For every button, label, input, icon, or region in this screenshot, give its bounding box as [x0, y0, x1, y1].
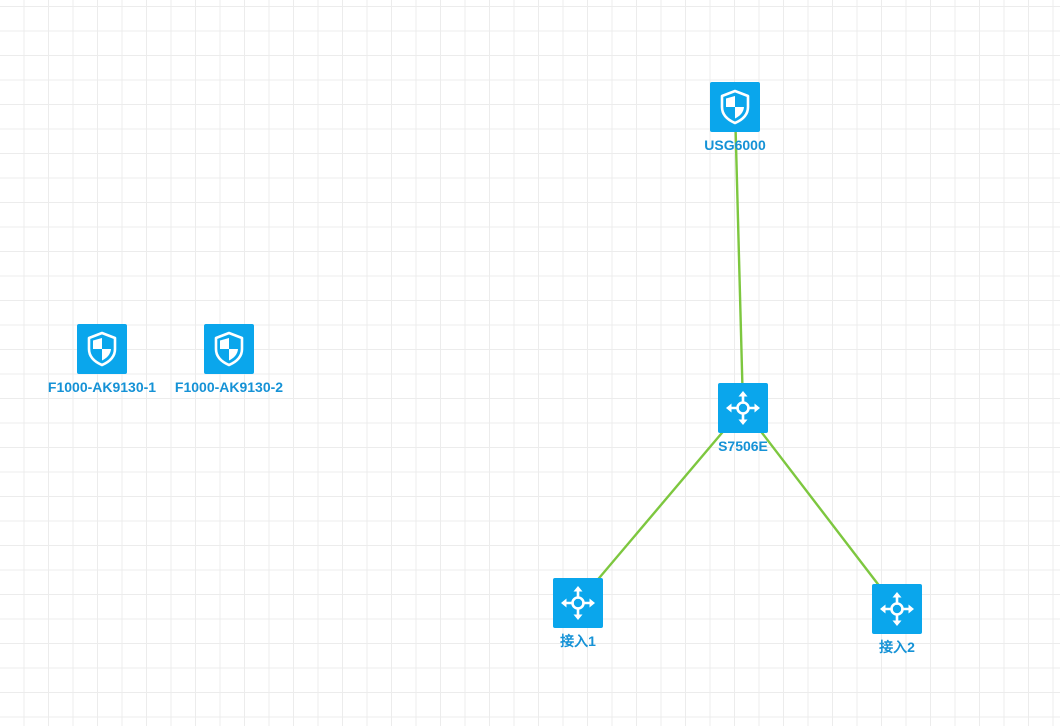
link-s7506e-access1[interactable] — [577, 407, 744, 604]
node-f1000-ak9130-1[interactable] — [77, 324, 127, 374]
firewall-icon — [214, 331, 244, 367]
link-usg6000-s7506e[interactable] — [733, 106, 745, 409]
node-usg6000[interactable] — [710, 82, 760, 132]
node-label-f1000-ak9130-1[interactable]: F1000-AK9130-1 — [47, 379, 157, 395]
node-label-f1000-ak9130-2[interactable]: F1000-AK9130-2 — [174, 379, 284, 395]
node-s7506e[interactable] — [718, 383, 768, 433]
switch-icon — [880, 592, 914, 626]
node-label-access-2[interactable]: 接入2 — [879, 639, 915, 655]
node-access-2[interactable] — [872, 584, 922, 634]
firewall-icon — [87, 331, 117, 367]
node-label-usg6000[interactable]: USG6000 — [704, 137, 766, 153]
node-label-s7506e[interactable]: S7506E — [718, 438, 768, 454]
firewall-icon — [720, 89, 750, 125]
switch-icon — [726, 391, 760, 425]
node-access-1[interactable] — [553, 578, 603, 628]
switch-icon — [561, 586, 595, 620]
link-s7506e-access2[interactable] — [742, 407, 898, 610]
node-f1000-ak9130-2[interactable] — [204, 324, 254, 374]
node-label-access-1[interactable]: 接入1 — [560, 633, 596, 649]
links-layer — [577, 106, 898, 610]
